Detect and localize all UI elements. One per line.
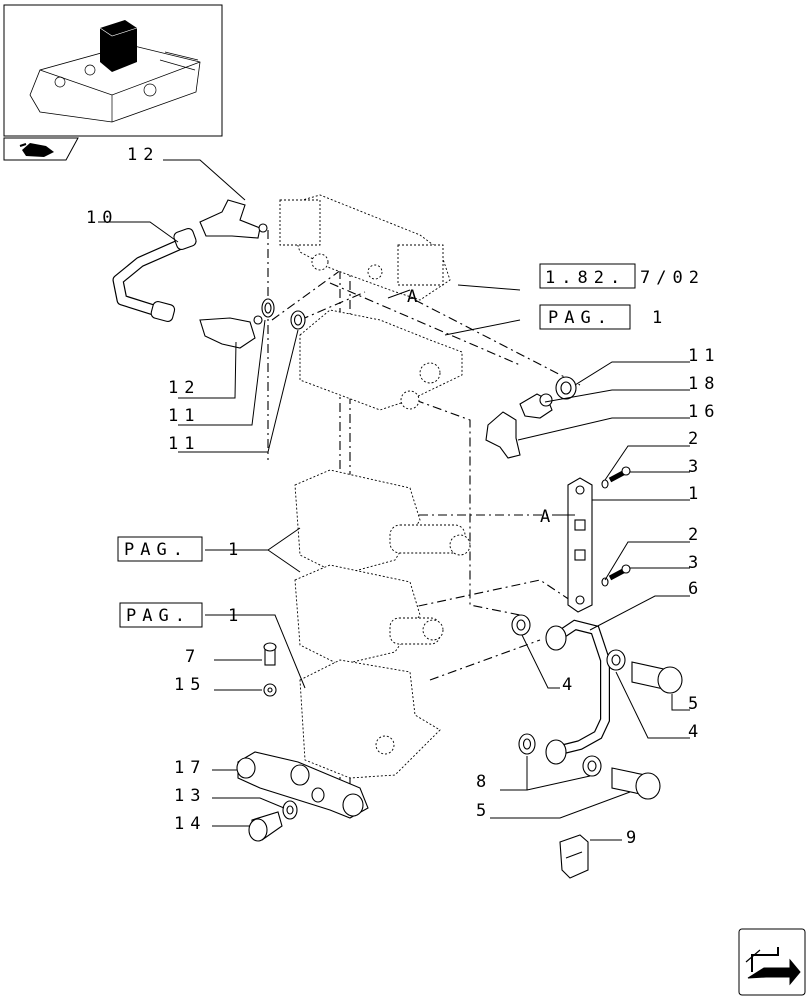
hydraulic-pipe[interactable]: [112, 227, 197, 322]
callout-7: 7: [185, 647, 201, 667]
control-valve-lower: [294, 564, 444, 666]
ref-pag-mid-num: 1: [228, 540, 244, 560]
sealing-washer-11[interactable]: [555, 376, 577, 400]
next-page-arrow-icon[interactable]: [738, 928, 806, 996]
ref-pag-low-num: 1: [228, 606, 244, 626]
screw-7[interactable]: [263, 642, 277, 666]
callout-6: 6: [688, 579, 704, 599]
callout-10: 10: [86, 208, 118, 228]
banjo-bolt-5-upper[interactable]: [631, 661, 683, 694]
distributor-body: [299, 309, 463, 411]
control-valve-upper: [294, 469, 471, 576]
callout-12-left: 12: [168, 378, 200, 398]
copper-washers-4[interactable]: [511, 614, 626, 671]
overview-thumbnail[interactable]: [3, 4, 223, 137]
elbow-fitting-top[interactable]: [199, 199, 268, 239]
callout-12-top: 12: [127, 145, 159, 165]
screw-3-top[interactable]: [601, 466, 631, 489]
mounting-bracket[interactable]: [567, 477, 593, 613]
union-fitting-18[interactable]: [519, 393, 553, 419]
callout-17: 17: [174, 758, 206, 778]
elbow-fitting-bottom[interactable]: [199, 315, 263, 349]
screw-3-mid[interactable]: [601, 564, 631, 587]
washer-13[interactable]: [282, 800, 298, 820]
callout-1: 1: [688, 484, 704, 504]
reference-pag-top[interactable]: PAG. 1: [539, 304, 668, 330]
callout-11-right: 11: [688, 346, 720, 366]
callout-2-top: 2: [688, 429, 704, 449]
ref-1-82-prefix: 1.82.: [545, 268, 626, 288]
solenoid-valve-assembly: [279, 194, 451, 301]
callout-11-a: 11: [168, 406, 200, 426]
callout-labels: 12 10 12 11 11 11 18 16 2 3 1 2 3 6 4 5 …: [86, 145, 720, 848]
callout-16: 16: [688, 402, 720, 422]
valve-end-cover: [299, 659, 441, 779]
callout-5-right: 5: [688, 694, 704, 714]
callout-5-bottom: 5: [476, 801, 492, 821]
pointer-hand-icon: [3, 137, 79, 161]
callout-3-top: 3: [688, 457, 704, 477]
callout-2-mid: 2: [688, 525, 704, 545]
callout-13: 13: [174, 786, 206, 806]
o-ring-seals[interactable]: [261, 298, 306, 330]
callout-11-b: 11: [168, 434, 200, 454]
reference-pag-mid[interactable]: PAG. 1: [117, 536, 244, 562]
callout-3-mid: 3: [688, 553, 704, 573]
callout-15: 15: [174, 675, 206, 695]
callout-4-left: 4: [562, 675, 578, 695]
ref-pag-low-box: PAG.: [126, 606, 191, 626]
screw-14[interactable]: [248, 811, 283, 842]
washers-8[interactable]: [518, 733, 602, 777]
ref-pag-mid-box: PAG.: [124, 540, 189, 560]
nut-15[interactable]: [263, 683, 277, 697]
reference-1-82[interactable]: 1.82. 7/02: [539, 263, 705, 289]
ref-1-82-suffix: 7/02: [640, 268, 705, 288]
elbow-fitting-16[interactable]: [485, 411, 521, 459]
callout-8: 8: [476, 772, 492, 792]
callout-9: 9: [626, 828, 642, 848]
pipe-6[interactable]: [545, 619, 610, 765]
leader-lines: [98, 159, 690, 841]
callout-4-right: 4: [688, 722, 704, 742]
marker-a-top: A: [407, 287, 423, 307]
marker-a-side: A: [540, 507, 556, 527]
banjo-bolt-5-lower[interactable]: [611, 767, 661, 800]
bolt-9[interactable]: [559, 834, 589, 879]
link-arm-17[interactable]: [236, 751, 369, 819]
callout-14: 14: [174, 814, 206, 834]
ref-pag-top-num: 1: [652, 308, 668, 328]
reference-pag-low[interactable]: PAG. 1: [119, 602, 244, 628]
ref-pag-top-box: PAG.: [548, 308, 613, 328]
callout-18: 18: [688, 374, 720, 394]
